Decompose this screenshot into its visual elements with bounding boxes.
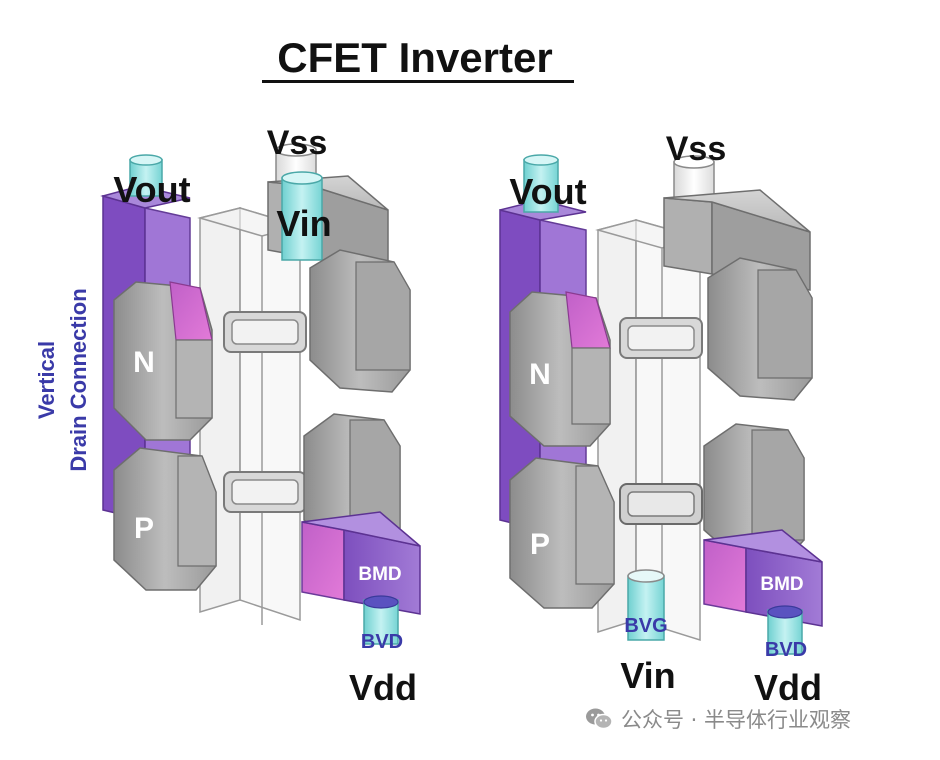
bmd-label-right: BMD	[760, 574, 803, 595]
vout-label-left: Vout	[113, 169, 190, 210]
watermark: 公众号 · 半导体行业观察	[585, 704, 851, 734]
vdd-label-left: Vdd	[349, 667, 417, 708]
vdd-label-right: Vdd	[754, 667, 822, 708]
vin-label-right: Vin	[620, 655, 675, 696]
pmos-device-right	[509, 457, 615, 609]
vss-label-right: Vss	[666, 130, 727, 168]
bvd-label-left: BVD	[361, 631, 403, 653]
wechat-icon	[586, 708, 613, 730]
nanosheet-channel-bottom-left	[223, 471, 307, 513]
nmos-device-left	[113, 281, 213, 441]
p-label-left: P	[134, 512, 154, 545]
nanosheet-channel-bottom-right	[619, 483, 703, 525]
nmos-source-device-right	[707, 257, 813, 401]
vss-label-left: Vss	[267, 124, 328, 162]
bmd-block-right	[703, 529, 823, 627]
p-label-right: P	[530, 528, 550, 561]
bmd-label-left: BMD	[358, 564, 401, 585]
watermark-text: 公众号 · 半导体行业观察	[621, 708, 852, 732]
right-inverter: N P BMD	[499, 130, 823, 708]
n-label-left: N	[133, 346, 155, 379]
source-block-right	[663, 197, 713, 275]
pmos-device-left	[113, 447, 217, 591]
nmos-source-device-left	[309, 249, 411, 393]
bmd-block-left	[301, 511, 421, 615]
vin-label-left: Vin	[276, 203, 331, 244]
diagram-title: CFET Inverter	[277, 34, 552, 81]
nanosheet-channel-top-left	[223, 311, 307, 353]
vout-contact-right	[523, 159, 559, 213]
nmos-device-right	[509, 291, 611, 447]
title-underline	[262, 80, 574, 83]
svg-text:Vertical: Vertical	[34, 341, 59, 419]
bvd-label-right: BVD	[765, 639, 807, 661]
vertical-drain-connection-label: Vertical Drain Connection	[34, 288, 91, 471]
n-label-right: N	[529, 358, 551, 391]
svg-text:Drain Connection: Drain Connection	[66, 288, 91, 471]
nanosheet-channel-top-right	[619, 317, 703, 359]
vout-label-right: Vout	[509, 171, 586, 212]
bvg-label-right: BVG	[624, 615, 667, 637]
left-inverter: N P BMD	[34, 124, 421, 708]
